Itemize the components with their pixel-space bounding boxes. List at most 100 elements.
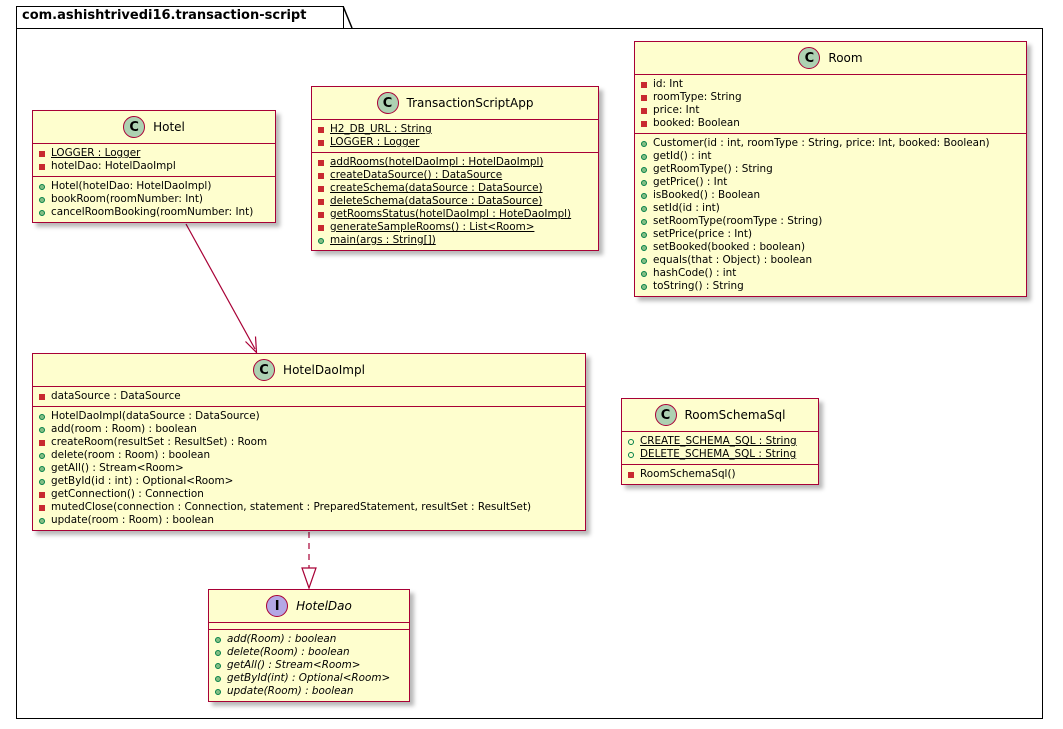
method: Hotel(hotelDao: HotelDaoImpl) (39, 180, 275, 193)
fields-section (209, 623, 409, 630)
private-icon (641, 81, 647, 88)
method: add(Room) : boolean (215, 633, 409, 646)
method: generateSampleRooms() : List<Room> (318, 221, 598, 234)
public-icon (39, 209, 45, 216)
private-icon (39, 504, 45, 511)
field: price: Int (641, 104, 1026, 117)
class-name: Room (828, 51, 863, 65)
association-hotel-to-hoteldaoimpl (185, 223, 258, 355)
class-name: HotelDao (296, 599, 352, 613)
method: delete(room : Room) : boolean (39, 449, 585, 462)
method: createDataSource() : DataSource (318, 169, 598, 182)
public-icon (39, 183, 45, 190)
method: getById(id : int) : Optional<Room> (39, 475, 585, 488)
interface-badge-icon: I (266, 595, 289, 617)
field: H2_DB_URL : String (318, 123, 598, 136)
public-icon (215, 649, 221, 656)
class-name: HotelDaoImpl (283, 363, 365, 377)
public-icon (641, 244, 647, 251)
private-icon (641, 120, 647, 127)
method: getId() : int (641, 150, 1026, 163)
method: bookRoom(roomNumber: Int) (39, 193, 275, 206)
method: isBooked() : Boolean (641, 189, 1026, 202)
methods-section: Customer(id : int, roomType : String, pr… (635, 134, 1026, 296)
public-icon (641, 205, 647, 212)
methods-section: addRooms(hotelDaoImpl : HotelDaoImpl) cr… (312, 153, 598, 250)
public-icon (641, 192, 647, 199)
private-icon (318, 139, 324, 146)
methods-section: add(Room) : boolean delete(Room) : boole… (209, 630, 409, 701)
field: LOGGER : Logger (39, 147, 275, 160)
method: getRoomType() : String (641, 163, 1026, 176)
public-icon (641, 231, 647, 238)
interface-hoteldao[interactable]: I HotelDao add(Room) : boolean delete(Ro… (208, 589, 410, 702)
private-icon (318, 159, 324, 166)
private-icon (318, 224, 324, 231)
method: getRoomsStatus(hotelDaoImpl : HoteDaoImp… (318, 208, 598, 221)
method: setPrice(price : Int) (641, 228, 1026, 241)
realization-hoteldaoimpl-to-hoteldao (301, 532, 317, 590)
method: addRooms(hotelDaoImpl : HotelDaoImpl) (318, 156, 598, 169)
method: setBooked(booked : boolean) (641, 241, 1026, 254)
method: getAll() : Stream<Room> (39, 462, 585, 475)
private-icon (318, 198, 324, 205)
public-icon (215, 675, 221, 682)
class-roomschemasql[interactable]: C RoomSchemaSql CREATE_SCHEMA_SQL : Stri… (621, 398, 819, 485)
private-icon (39, 439, 45, 446)
method: update(Room) : boolean (215, 685, 409, 698)
class-name: Hotel (153, 120, 185, 134)
public-icon (39, 517, 45, 524)
public-icon (641, 153, 647, 160)
class-header: C HotelDaoImpl (33, 354, 585, 387)
public-icon (318, 237, 324, 244)
fields-section: CREATE_SCHEMA_SQL : String DELETE_SCHEMA… (622, 432, 818, 465)
method: add(room : Room) : boolean (39, 423, 585, 436)
public-icon (215, 636, 221, 643)
method: cancelRoomBooking(roomNumber: Int) (39, 206, 275, 219)
field: booked: Boolean (641, 117, 1026, 130)
public-icon (215, 662, 221, 669)
private-icon (318, 211, 324, 218)
method: getById(int) : Optional<Room> (215, 672, 409, 685)
public-icon (39, 478, 45, 485)
private-icon (318, 185, 324, 192)
class-room[interactable]: C Room id: Int roomType: String price: I… (634, 41, 1027, 297)
class-header: C Room (635, 42, 1026, 75)
class-name: TransactionScriptApp (406, 96, 534, 110)
class-transactionscriptapp[interactable]: C TransactionScriptApp H2_DB_URL : Strin… (311, 86, 599, 251)
package-frame (16, 28, 1043, 719)
class-header: C TransactionScriptApp (312, 87, 598, 120)
private-icon (641, 94, 647, 101)
field: CREATE_SCHEMA_SQL : String (628, 435, 818, 448)
fields-section: id: Int roomType: String price: Int book… (635, 75, 1026, 134)
class-badge-icon: C (253, 359, 276, 381)
class-name: RoomSchemaSql (684, 408, 786, 422)
class-badge-icon: C (123, 116, 146, 138)
method: equals(that : Object) : boolean (641, 254, 1026, 267)
class-badge-icon: C (376, 92, 399, 114)
method: setId(id : int) (641, 202, 1026, 215)
methods-section: Hotel(hotelDao: HotelDaoImpl) bookRoom(r… (33, 177, 275, 222)
method: Customer(id : int, roomType : String, pr… (641, 137, 1026, 150)
class-hoteldaoimpl[interactable]: C HotelDaoImpl dataSource : DataSource H… (32, 353, 586, 531)
method: getPrice() : Int (641, 176, 1026, 189)
field: LOGGER : Logger (318, 136, 598, 149)
private-icon (318, 172, 324, 179)
method: getConnection() : Connection (39, 488, 585, 501)
method: mutedClose(connection : Connection, stat… (39, 501, 585, 514)
methods-section: HotelDaoImpl(dataSource : DataSource) ad… (33, 407, 585, 530)
public-icon (641, 140, 647, 147)
class-hotel[interactable]: C Hotel LOGGER : Logger hotelDao: HotelD… (32, 110, 276, 223)
fields-section: dataSource : DataSource (33, 387, 585, 407)
package-tab (16, 6, 344, 28)
private-icon (39, 150, 45, 157)
private-icon (641, 107, 647, 114)
package-name: com.ashishtrivedi16.transaction-script (22, 8, 307, 23)
method: deleteSchema(dataSource : DataSource) (318, 195, 598, 208)
method: createSchema(dataSource : DataSource) (318, 182, 598, 195)
method: createRoom(resultSet : ResultSet) : Room (39, 436, 585, 449)
fields-section: H2_DB_URL : String LOGGER : Logger (312, 120, 598, 153)
method: RoomSchemaSql() (628, 468, 818, 481)
class-badge-icon: C (654, 404, 677, 426)
